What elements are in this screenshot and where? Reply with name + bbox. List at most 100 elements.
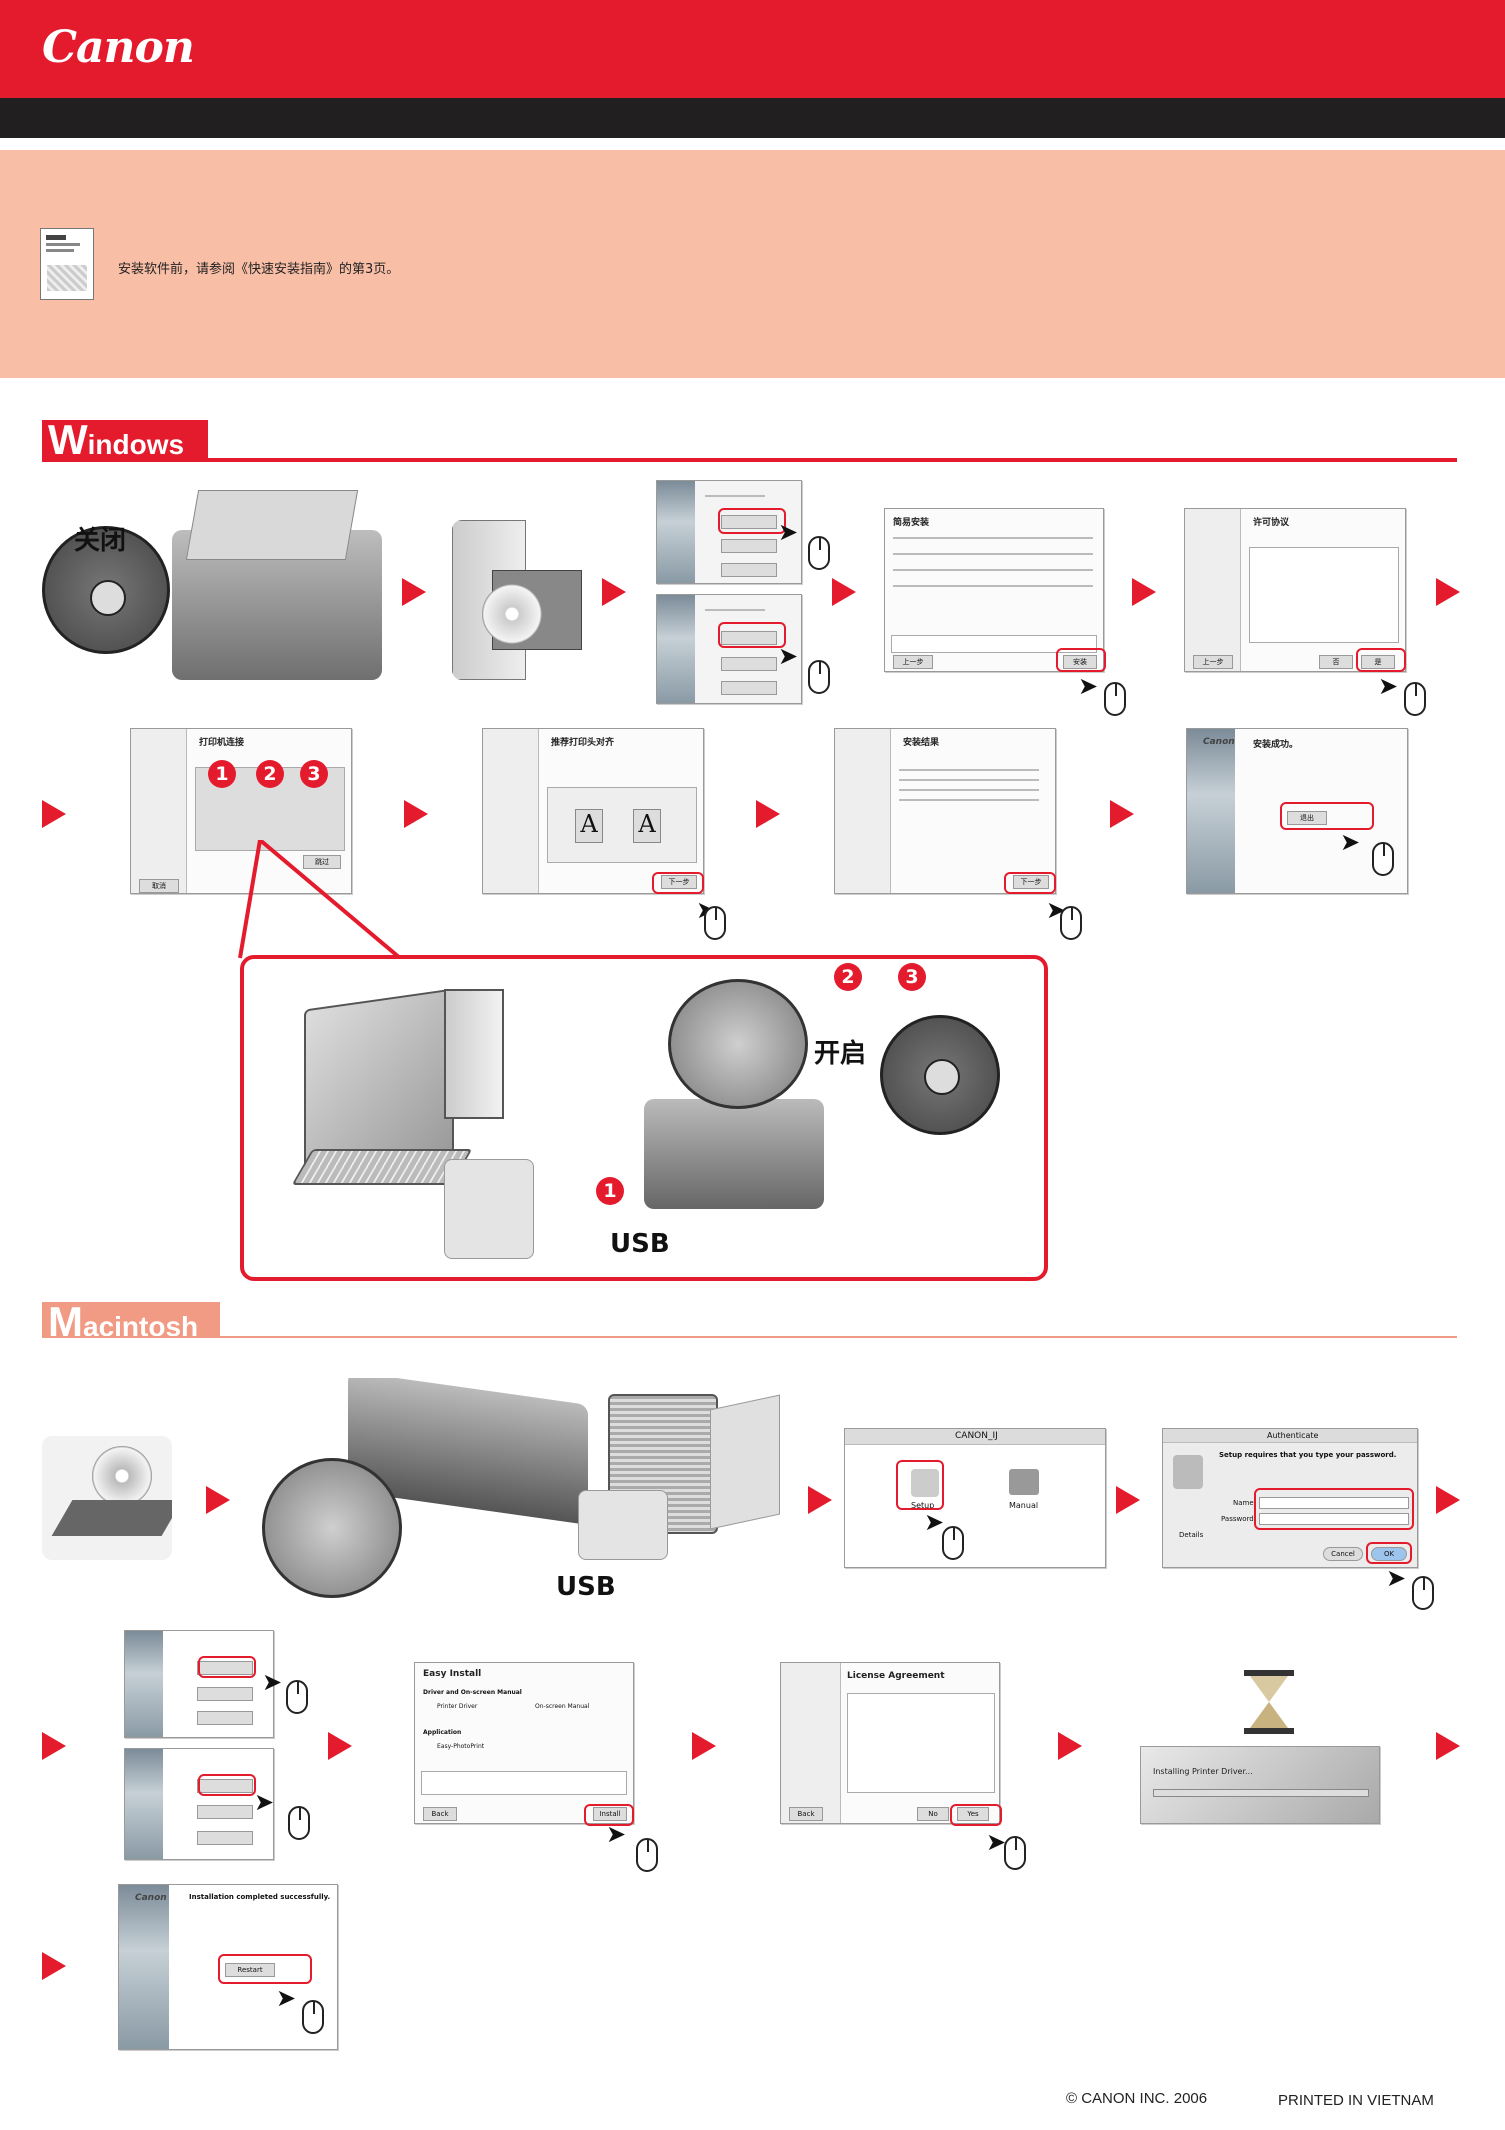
setup-icon[interactable] (911, 1469, 939, 1497)
cancel-button[interactable]: 取消 (139, 879, 179, 893)
mouse-icon (286, 1680, 308, 1714)
easy-install-option[interactable] (197, 1779, 253, 1793)
mouse-icon (636, 1838, 658, 1872)
usb-label: USB (610, 1229, 670, 1259)
exit-button[interactable]: 退出 (1287, 811, 1327, 825)
easy-install-option[interactable] (197, 1661, 253, 1675)
easy-install-option[interactable] (721, 631, 777, 645)
highlight (584, 1804, 634, 1826)
windows-section-rule (42, 458, 1457, 462)
step-number-1: 1 (208, 760, 236, 788)
highlight (1004, 872, 1056, 894)
back-button[interactable]: Back (423, 1807, 457, 1821)
cursor-icon: ➤ (276, 1984, 297, 2012)
custom-install-option[interactable] (721, 657, 777, 671)
screen-title: 简易安装 (893, 518, 930, 528)
auth-message: Setup requires that you type your passwo… (1219, 1451, 1397, 1459)
manual-folder-icon[interactable] (1009, 1469, 1039, 1495)
step-arrow (1132, 578, 1156, 606)
step-number-2: 2 (256, 760, 284, 788)
next-button[interactable]: 下一步 (661, 875, 697, 889)
next-button[interactable]: 下一步 (1013, 875, 1049, 889)
step-number-2: 2 (834, 963, 862, 991)
highlight (1366, 1542, 1412, 1564)
cursor-icon: ➤ (1340, 828, 1361, 856)
highlight (718, 622, 786, 648)
ok-button[interactable]: OK (1371, 1547, 1407, 1561)
connection-callout-panel: 1 USB 2 3 开启 (240, 955, 1048, 1281)
highlight (198, 1656, 256, 1678)
callout-connector (238, 840, 402, 960)
printer-usb-zoom (262, 1458, 402, 1598)
header-black-band (0, 98, 1505, 138)
screen-title: 推荐打印头对齐 (551, 738, 615, 748)
exit-option[interactable] (197, 1831, 253, 1845)
highlight (1280, 802, 1374, 830)
mouse-icon (302, 2000, 324, 2034)
setup-menu-screen-2 (656, 594, 802, 704)
yes-button[interactable]: Yes (957, 1807, 989, 1821)
exit-option[interactable] (721, 681, 777, 695)
name-field[interactable] (1259, 1497, 1409, 1509)
mac-setup-menu-screen-1 (124, 1630, 274, 1738)
custom-install-option[interactable] (721, 539, 777, 553)
mouse-icon (808, 660, 830, 694)
usb-label: USB (556, 1572, 616, 1602)
printer-usb-zoom (668, 979, 808, 1109)
skip-button[interactable]: 跳过 (303, 855, 341, 869)
power-on-label: 开启 (814, 1039, 867, 1069)
step-arrow (42, 1732, 66, 1760)
item-printer-driver: Printer Driver (437, 1703, 478, 1710)
highlight (718, 508, 786, 534)
window-title: CANON_IJ (955, 1431, 998, 1441)
mouse-icon (288, 1806, 310, 1840)
step-arrow (832, 578, 856, 606)
printer-power-off-illustration (42, 480, 394, 692)
install-button[interactable]: Install (593, 1807, 627, 1821)
exit-option[interactable] (721, 563, 777, 577)
installing-progress-panel: Installing Printer Driver... (1140, 1746, 1380, 1824)
easy-install-option[interactable] (721, 515, 777, 529)
highlight (1356, 648, 1406, 672)
custom-install-option[interactable] (197, 1805, 253, 1819)
power-button-icon (924, 1059, 960, 1095)
step-arrow (42, 1952, 66, 1980)
back-button[interactable]: 上一步 (1193, 655, 1233, 669)
back-button[interactable]: Back (789, 1807, 823, 1821)
cursor-icon: ➤ (986, 1828, 1007, 1856)
insert-cd-illustration (452, 520, 592, 680)
no-button[interactable]: 否 (1319, 655, 1353, 669)
highlight (1056, 648, 1106, 672)
exit-option[interactable] (197, 1711, 253, 1725)
step-arrow (1058, 1732, 1082, 1760)
screen-title: 安装结果 (903, 738, 940, 748)
cursor-icon: ➤ (606, 1820, 627, 1848)
details-toggle[interactable]: Details (1179, 1531, 1204, 1539)
password-field[interactable] (1259, 1513, 1409, 1525)
complete-title: Installation completed successfully. (189, 1893, 331, 1901)
custom-install-option[interactable] (197, 1687, 253, 1701)
back-button[interactable]: 上一步 (893, 655, 933, 669)
note-band (0, 150, 1505, 378)
step-arrow (602, 578, 626, 606)
step-arrow (1110, 800, 1134, 828)
dialog-title: Authenticate (1267, 1431, 1319, 1440)
mouse-icon (1060, 906, 1082, 940)
manual-label: Manual (1009, 1501, 1039, 1510)
highlight (652, 872, 704, 894)
restart-button[interactable]: Restart (225, 1963, 275, 1977)
item-easy-photoprint: Easy-PhotoPrint (437, 1743, 485, 1750)
install-button[interactable]: 安装 (1063, 655, 1097, 669)
yes-button[interactable]: 是 (1361, 655, 1395, 669)
no-button[interactable]: No (917, 1807, 949, 1821)
section-driver-manual: Driver and On-screen Manual (423, 1689, 522, 1696)
copyright-text: © CANON INC. 2006 (1066, 2090, 1208, 2107)
cursor-icon: ➤ (1078, 672, 1099, 700)
step-arrow (206, 1486, 230, 1514)
mac-easy-install-screen: Easy Install Driver and On-screen Manual… (414, 1662, 634, 1824)
step-arrow (808, 1486, 832, 1514)
cancel-button[interactable]: Cancel (1323, 1547, 1363, 1561)
password-label: Password (1221, 1515, 1254, 1523)
highlight (1254, 1488, 1414, 1530)
cursor-icon: ➤ (262, 1668, 283, 1696)
